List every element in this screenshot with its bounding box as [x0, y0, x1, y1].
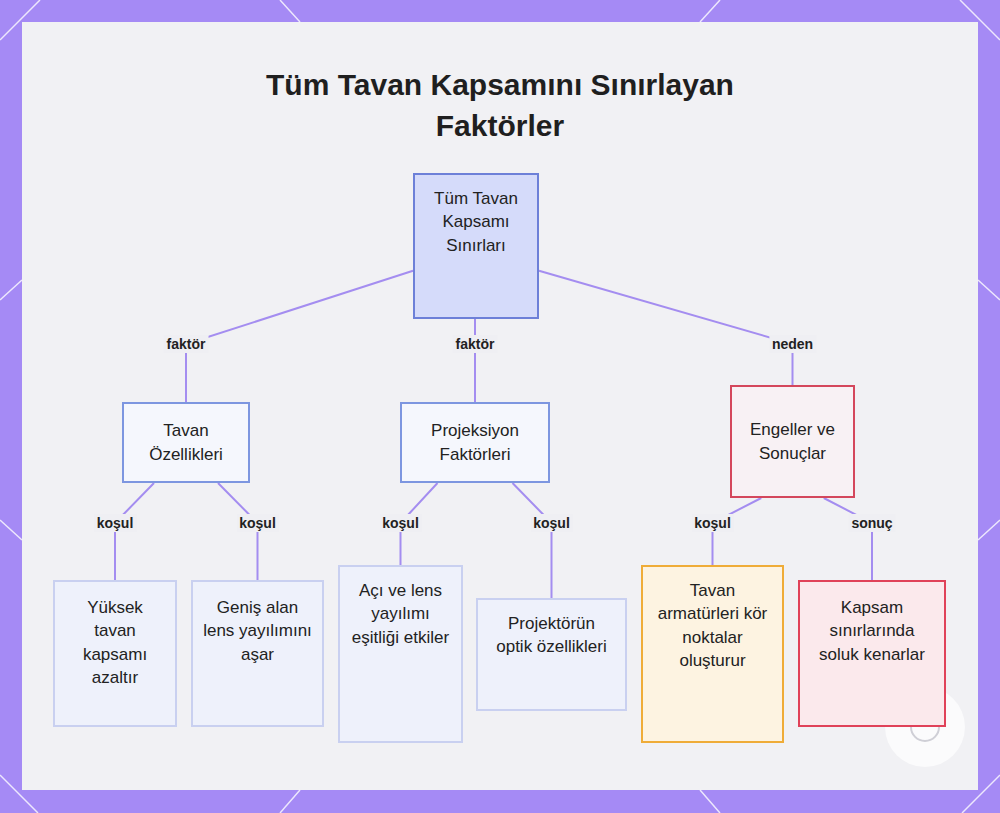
corner-line	[978, 280, 1000, 300]
node-text: Engeller ve Sonuçlar	[742, 418, 843, 465]
connector	[513, 483, 552, 598]
leaf-box: Yüksek tavan kapsamı azaltır	[53, 580, 177, 727]
corner-line	[0, 775, 38, 813]
corner-line	[960, 0, 1000, 40]
corner-line	[700, 790, 720, 813]
edge-label: neden	[769, 335, 816, 353]
category-box: Tavan Özellikleri	[122, 402, 250, 483]
connector	[186, 271, 413, 402]
node-text: Tüm Tavan Kapsamı Sınırları	[425, 187, 527, 257]
edge-label: koşul	[236, 514, 279, 532]
corner-line	[0, 280, 22, 300]
node-text: Kapsam sınırlarında soluk kenarlar	[810, 596, 934, 666]
diagram-title: Tüm Tavan Kapsamını Sınırlayan Faktörler	[200, 64, 800, 147]
corner-line	[700, 0, 720, 22]
connector	[539, 271, 793, 385]
node-text: Projektörün optik özellikleri	[488, 612, 615, 659]
edge-label: koşul	[379, 514, 422, 532]
edge-label: koşul	[691, 514, 734, 532]
leaf-box: Geniş alan lens yayılımını aşar	[191, 580, 324, 727]
corner-line	[280, 0, 300, 22]
connector	[474, 319, 476, 402]
corner-line	[280, 790, 300, 813]
node-text: Tavan Özellikleri	[134, 419, 238, 466]
edge-label: koşul	[530, 514, 573, 532]
corner-line	[962, 775, 1000, 813]
edge-label: sonuç	[848, 514, 895, 532]
corner-line	[0, 0, 40, 40]
node-text: Geniş alan lens yayılımını aşar	[203, 596, 312, 666]
leaf-box: Açı ve lens yayılımı eşitliği etkiler	[338, 565, 463, 743]
leaf-box: Kapsam sınırlarında soluk kenarlar	[798, 580, 946, 727]
leaf-box: Projektörün optik özellikleri	[476, 598, 627, 711]
node-text: Açı ve lens yayılımı eşitliği etkiler	[350, 579, 451, 649]
leaf-box: Tavan armatürleri kör noktalar oluşturur	[641, 565, 784, 743]
corner-line	[978, 520, 1000, 540]
connector	[824, 498, 872, 580]
root-box: Tüm Tavan Kapsamı Sınırları	[413, 173, 539, 319]
category-box: Engeller ve Sonuçlar	[730, 385, 855, 498]
node-text: Projeksiyon Faktörleri	[412, 419, 538, 466]
panel	[22, 22, 978, 790]
edge-label: faktör	[453, 335, 498, 353]
edge-label: koşul	[94, 514, 137, 532]
corner-line	[0, 520, 22, 540]
node-text: Yüksek tavan kapsamı azaltır	[65, 596, 165, 690]
category-box: Projeksiyon Faktörleri	[400, 402, 550, 483]
edge-label: faktör	[164, 335, 209, 353]
node-text: Tavan armatürleri kör noktalar oluşturur	[653, 579, 772, 673]
panel-overlay	[22, 22, 978, 790]
